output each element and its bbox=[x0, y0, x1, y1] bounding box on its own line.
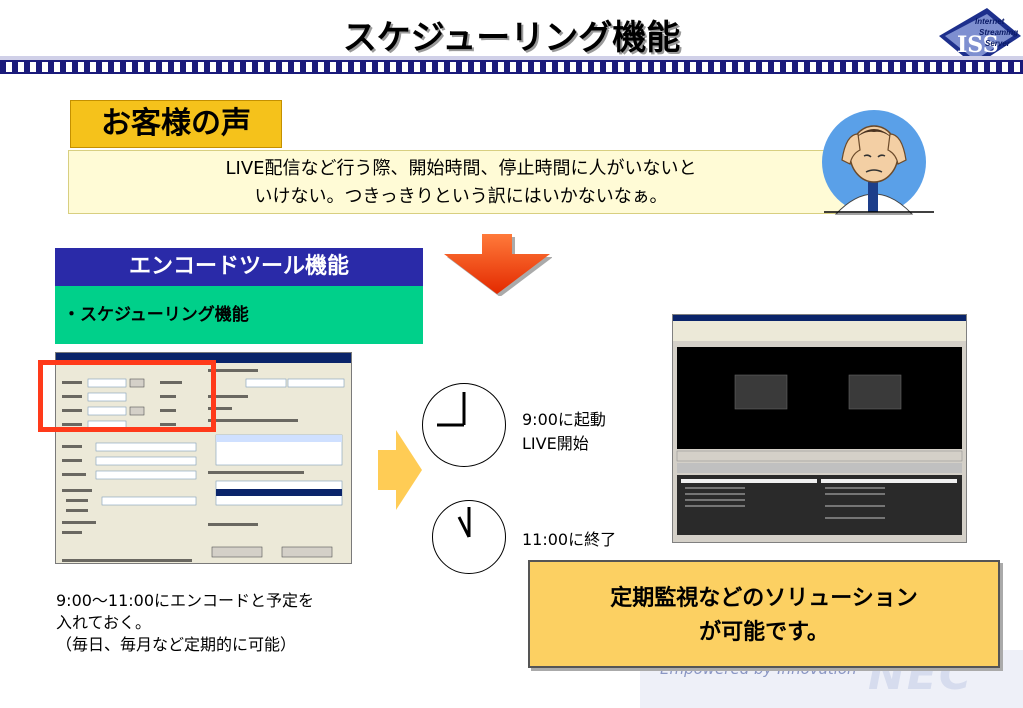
schedule-note-line1: 9:00～11:00にエンコードと予定を bbox=[56, 591, 315, 610]
down-arrow-icon bbox=[442, 232, 553, 297]
clock-11am-icon bbox=[432, 500, 506, 574]
svg-text:Streaming: Streaming bbox=[979, 28, 1018, 37]
schedule-note: 9:00～11:00にエンコードと予定を 入れておく。 （毎日、毎月など定期的に… bbox=[56, 590, 314, 656]
film-strip-top bbox=[0, 56, 1023, 60]
customer-voice-line2: いけない。つきっきりという訳にはいかないなぁ。 bbox=[254, 186, 668, 207]
dialog-titlebar bbox=[56, 353, 351, 363]
svg-text:Server: Server bbox=[985, 39, 1011, 48]
customer-voice-box: LIVE配信など行う際、開始時間、停止時間に人がいないと いけない。つきっきりと… bbox=[68, 150, 854, 214]
encoder-tool-feature: ・スケジューリング機能 bbox=[55, 286, 423, 344]
page-title: スケジューリング機能 bbox=[342, 18, 681, 58]
clock-9am-icon bbox=[422, 383, 506, 467]
dialog-contents bbox=[62, 369, 345, 562]
clock-11am-label: 11:00に終了 bbox=[522, 530, 617, 549]
solution-line2: が可能です。 bbox=[699, 620, 829, 645]
schedule-note-line2: 入れておく。 bbox=[56, 613, 152, 632]
clock-9am-line2: LIVE開始 bbox=[522, 434, 589, 453]
solution-box: 定期監視などのソリューション が可能です。 bbox=[528, 560, 1000, 668]
worried-man-illustration bbox=[816, 104, 936, 216]
customer-voice-title: お客様の声 bbox=[70, 100, 282, 148]
right-arrow-icon bbox=[378, 430, 422, 514]
iss-logo: ISS Internet Streaming Server bbox=[935, 6, 1023, 70]
media-encoder-thumbnail bbox=[672, 314, 967, 543]
solution-line1: 定期監視などのソリューション bbox=[610, 586, 918, 611]
svg-text:ISS: ISS bbox=[957, 32, 999, 58]
schedule-note-line3: （毎日、毎月など定期的に可能） bbox=[56, 635, 297, 654]
svg-text:Internet: Internet bbox=[975, 17, 1005, 26]
clock-9am-line1: 9:00に起動 bbox=[522, 410, 606, 429]
customer-voice-line1: LIVE配信など行う際、開始時間、停止時間に人がいないと bbox=[225, 158, 697, 179]
schedule-highlight-box bbox=[38, 360, 216, 432]
film-strip-divider bbox=[0, 60, 1023, 74]
encoder-tool-heading: エンコードツール機能 bbox=[55, 248, 423, 286]
schedule-dialog-thumbnail bbox=[55, 352, 352, 564]
clock-9am-label: 9:00に起動 LIVE開始 bbox=[522, 408, 606, 456]
